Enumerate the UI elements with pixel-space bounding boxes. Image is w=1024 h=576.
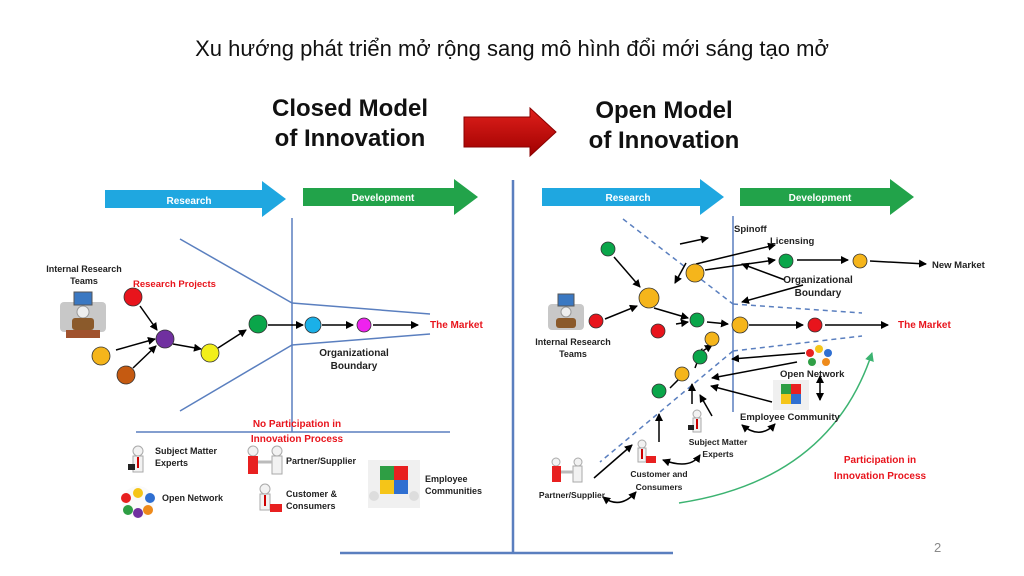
closed-model-title: Closed Model of Innovation xyxy=(250,94,450,154)
open-dot-orange-main xyxy=(731,316,749,334)
open-development-arrow: Development xyxy=(740,179,914,215)
open-licensing: Licensing xyxy=(770,236,815,247)
open-participation-2: Innovation Process xyxy=(834,471,927,482)
closed-no-participation-2: Innovation Process xyxy=(251,434,344,445)
open-funnel-top-narrow xyxy=(732,303,863,314)
closed-the-market: The Market xyxy=(430,320,483,331)
open-dot-orange-top xyxy=(685,263,705,283)
closed-sme-1: Subject Matter xyxy=(155,446,218,456)
open-dot-green-1 xyxy=(600,241,616,257)
puzzle-people-icon xyxy=(773,380,809,410)
open-title-line2: of Innovation xyxy=(588,127,740,154)
closed-dot-yellow xyxy=(200,343,220,363)
closed-research-arrow: Research xyxy=(105,181,286,217)
open-internal-teams-1: Internal Research xyxy=(535,337,611,347)
open-title-line1: Open Model xyxy=(595,97,733,124)
closed-title-line1: Closed Model xyxy=(271,95,428,122)
open-funnel-top xyxy=(622,218,734,305)
open-dot-green-4 xyxy=(651,383,667,399)
open-sme-2: Experts xyxy=(702,449,733,459)
closed-customer-2: Consumers xyxy=(286,501,336,511)
closed-no-participation-1: No Participation in xyxy=(253,419,341,430)
closed-employee-1: Employee xyxy=(425,474,468,484)
open-dot-green-2 xyxy=(689,312,705,328)
open-dot-orange-2 xyxy=(704,331,720,347)
closed-research-projects: Research Projects xyxy=(133,279,216,290)
open-sme-1: Subject Matter xyxy=(689,437,748,447)
person-computer-icon xyxy=(60,291,106,338)
person-briefcase-icon xyxy=(688,409,702,433)
open-dot-red-main xyxy=(807,317,823,333)
slide-title: Xu hướng phát triển mở rộng sang mô hình… xyxy=(195,36,829,61)
closed-internal-teams-1: Internal Research xyxy=(46,264,122,274)
closed-sme-2: Experts xyxy=(155,458,188,468)
open-open-network: Open Network xyxy=(780,369,845,380)
closed-title-line2: of Innovation xyxy=(274,125,426,152)
closed-dot-red xyxy=(123,287,143,307)
closed-funnel-bottom xyxy=(179,344,293,412)
open-org-boundary-2: Boundary xyxy=(795,288,842,299)
page-number: 2 xyxy=(934,540,942,555)
open-dot-orange-3 xyxy=(674,366,690,382)
closed-open-network: Open Network xyxy=(162,493,224,503)
closed-research-label: Research xyxy=(166,196,211,207)
closed-employee-2: Communities xyxy=(425,486,482,496)
closed-dot-brown xyxy=(116,365,136,385)
closed-development-label: Development xyxy=(352,193,415,204)
open-dot-orange-new xyxy=(852,253,868,269)
open-dot-green-3 xyxy=(692,349,708,365)
open-dot-orange-1 xyxy=(638,287,660,309)
open-employee-community: Employee Community xyxy=(740,412,840,423)
open-development-label: Development xyxy=(789,193,852,204)
closed-org-boundary-2: Boundary xyxy=(331,361,378,372)
closed-development-arrow: Development xyxy=(303,179,478,215)
closed-dot-orange xyxy=(91,346,111,366)
open-internal-teams-2: Teams xyxy=(559,349,587,359)
closed-dot-purple xyxy=(155,329,175,349)
open-research-label: Research xyxy=(605,193,650,204)
closed-org-boundary-1: Organizational xyxy=(319,348,389,359)
closed-funnel-top xyxy=(179,238,293,304)
open-funnel-bottom xyxy=(599,350,734,463)
people-circle-icon xyxy=(121,486,155,518)
open-funnel-bottom-narrow xyxy=(732,335,863,352)
closed-dot-magenta xyxy=(356,317,372,333)
closed-internal-teams-2: Teams xyxy=(70,276,98,286)
closed-dot-cyan xyxy=(304,316,322,334)
people-circle-icon xyxy=(806,344,832,368)
person-computer-icon xyxy=(548,293,584,330)
closed-partner: Partner/Supplier xyxy=(286,456,357,466)
participation-arrow xyxy=(678,352,874,504)
open-dot-green-spin xyxy=(778,253,794,269)
open-org-boundary-1: Organizational xyxy=(783,275,853,286)
puzzle-people-icon xyxy=(368,460,420,508)
person-shopping-cart-icon xyxy=(637,439,656,463)
open-customer-2: Consumers xyxy=(636,482,683,492)
closed-dot-green xyxy=(248,314,268,334)
closed-funnel-bottom-narrow xyxy=(291,333,431,346)
open-research-arrow: Research xyxy=(542,179,724,215)
open-dot-red-internal xyxy=(588,313,604,329)
open-the-market: The Market xyxy=(898,320,951,331)
open-new-market: New Market xyxy=(932,260,986,271)
person-shopping-cart-icon xyxy=(259,483,282,512)
open-spinoff: Spinoff xyxy=(734,224,768,235)
open-partner: Partner/Supplier xyxy=(539,490,606,500)
open-model-title: Open Model of Innovation xyxy=(564,96,764,156)
closed-funnel-top-narrow xyxy=(291,302,431,315)
open-participation-1: Participation in xyxy=(844,455,916,466)
person-briefcase-icon xyxy=(128,445,144,473)
open-dot-red-2 xyxy=(650,323,666,339)
transition-arrow xyxy=(463,106,557,158)
handshake-icon xyxy=(551,457,583,483)
handshake-icon xyxy=(247,445,283,475)
open-customer-1: Customer and xyxy=(630,469,687,479)
closed-customer-1: Customer & xyxy=(286,489,338,499)
